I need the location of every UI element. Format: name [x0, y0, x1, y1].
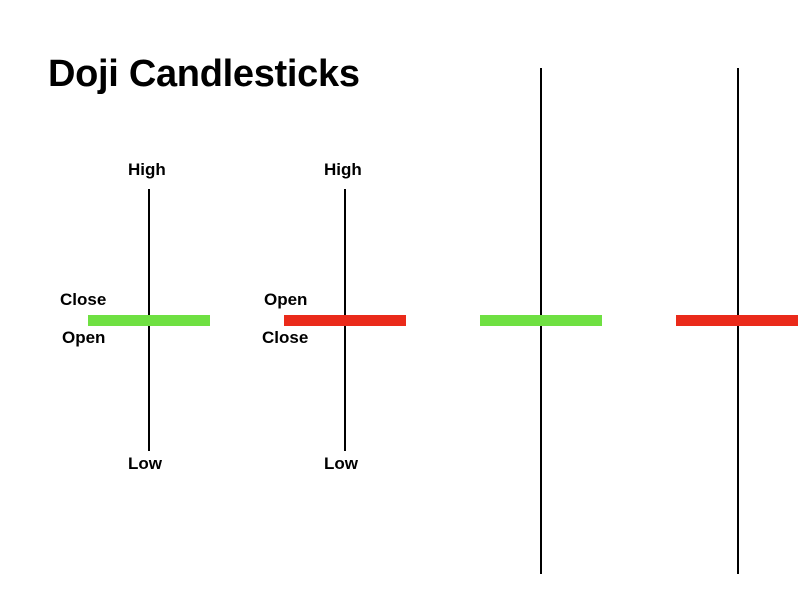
open-label: Open [62, 328, 106, 347]
low-label: Low [324, 454, 358, 473]
low-label: Low [128, 454, 162, 473]
candle-body-red [284, 315, 406, 326]
open-label: Open [264, 290, 308, 309]
high-label: High [128, 160, 166, 179]
candle-body-green [88, 315, 210, 326]
close-label: Close [60, 290, 107, 309]
close-label: Close [262, 328, 309, 347]
page-title: Doji Candlesticks [48, 53, 360, 95]
high-label: High [324, 160, 362, 179]
candle-body-red [676, 315, 798, 326]
candle-body-green [480, 315, 602, 326]
